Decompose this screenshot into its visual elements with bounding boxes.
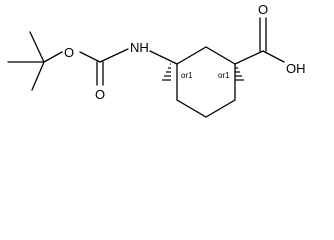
stereo-descriptor-c3: or1 <box>181 71 193 80</box>
stereo-descriptor-c1: or1 <box>218 71 230 80</box>
amine-label: NH <box>130 40 149 55</box>
bond-nh-ring <box>149 50 178 65</box>
ester-oxygen-label: O <box>64 45 74 60</box>
bond-tbu-methyl-3 <box>31 61 45 91</box>
bond-carbonyl-nh <box>99 48 129 63</box>
hashed-wedge-c3 <box>162 63 171 81</box>
hashed-wedge-c1 <box>235 63 244 81</box>
hydroxyl-label: OH <box>286 61 306 76</box>
bond-acid-oh <box>262 50 285 63</box>
bond-ring-acid-carbon <box>234 50 264 65</box>
bond-tbu-methyl-2 <box>29 31 45 63</box>
structure-diagram: O O NH O OH or1 or1 <box>7 2 306 118</box>
acid-carbonyl-oxygen-label: O <box>258 2 268 17</box>
ring-bonds <box>176 46 236 118</box>
bond-oxygen-carbonyl <box>79 51 101 63</box>
carbonyl-oxygen-label: O <box>95 87 105 102</box>
bonds <box>7 17 285 118</box>
bond-tbu-oxygen <box>43 51 63 63</box>
